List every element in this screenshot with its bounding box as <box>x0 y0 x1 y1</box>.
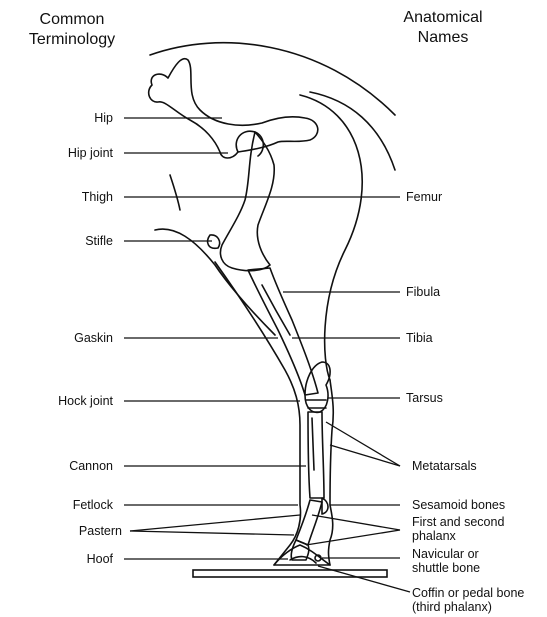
label-fibula: Fibula <box>406 285 440 299</box>
label-phalanx-line2: phalanx <box>412 529 504 543</box>
leader-pastern-b <box>130 531 294 535</box>
back-outline <box>300 95 362 380</box>
sesamoid-bone <box>322 498 328 514</box>
label-hip-joint: Hip joint <box>68 146 113 160</box>
metatarsal-bones <box>308 412 324 498</box>
label-coffin-line2: (third phalanx) <box>412 600 524 614</box>
ground-block <box>193 570 387 577</box>
label-gaskin: Gaskin <box>74 331 113 345</box>
leader-phalanx-b <box>306 530 400 545</box>
leader-lines <box>124 118 410 592</box>
leader-phalanx-a <box>312 515 400 530</box>
label-fetlock: Fetlock <box>73 498 113 512</box>
label-stifle: Stifle <box>85 234 113 248</box>
belly-outline <box>170 175 180 210</box>
femur-bone <box>220 132 274 271</box>
pelvis-bone <box>149 59 318 158</box>
label-phalanx-line1: First and second <box>412 515 504 529</box>
splint-bone <box>312 418 314 470</box>
label-coffin-line1: Coffin or pedal bone <box>412 586 524 600</box>
label-metatarsals: Metatarsals <box>412 459 477 473</box>
label-femur: Femur <box>406 190 442 204</box>
label-phalanx: First and second phalanx <box>412 515 504 543</box>
label-sesamoid: Sesamoid bones <box>412 498 505 512</box>
label-hip: Hip <box>94 111 113 125</box>
hoof-outline <box>274 545 330 565</box>
tarsal-row <box>306 400 326 408</box>
leader-metatarsals-b <box>330 445 400 466</box>
label-thigh: Thigh <box>82 190 113 204</box>
tibia-bone <box>248 268 318 395</box>
leg-back-outline <box>329 380 334 565</box>
label-pastern: Pastern <box>79 524 122 538</box>
flank-outline <box>155 229 275 335</box>
label-hoof: Hoof <box>87 552 113 566</box>
label-navicular-line1: Navicular or <box>412 547 480 561</box>
leader-metatarsals-a <box>326 422 400 466</box>
leader-pastern-a <box>130 515 300 531</box>
label-tarsus: Tarsus <box>406 391 443 405</box>
label-tibia: Tibia <box>406 331 433 345</box>
label-hock-joint: Hock joint <box>58 394 113 408</box>
label-navicular: Navicular or shuttle bone <box>412 547 480 575</box>
label-coffin: Coffin or pedal bone (third phalanx) <box>412 586 524 614</box>
label-navicular-line2: shuttle bone <box>412 561 480 575</box>
label-cannon: Cannon <box>69 459 113 473</box>
rump-outline <box>150 43 395 115</box>
